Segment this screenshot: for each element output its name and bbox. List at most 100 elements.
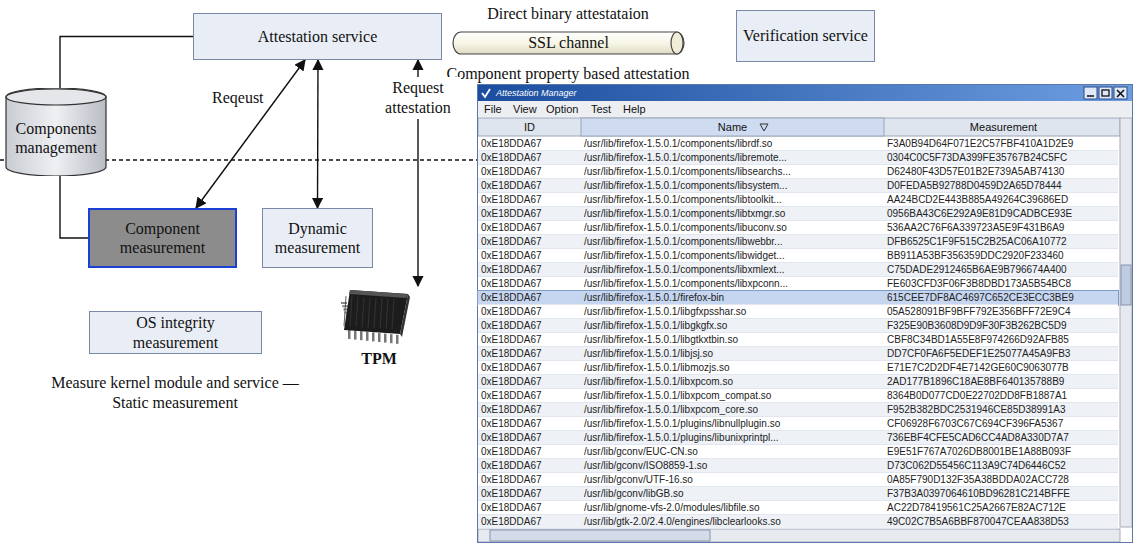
- table-cell: 05A528091BF9BFF792E356BFF72E9C4: [887, 305, 1070, 319]
- node-label: Components management: [10, 119, 102, 157]
- table-row: 0xE18DDA67/usr/lib/gconv/ISO8859-1.so D73…: [478, 459, 1118, 473]
- table-cell: 0xE18DDA67: [481, 277, 542, 291]
- node-label: TPM: [361, 349, 397, 368]
- table-cell: D0FEDA5B92788D0459D2A65D78444: [887, 179, 1062, 193]
- menu-item: Option: [546, 102, 578, 116]
- table-row: 0xE18DDA67/usr/lib/firefox-1.5.0.1/compo…: [478, 263, 1118, 277]
- table-cell: 0xE18DDA67: [481, 445, 542, 459]
- table-cell: BB911A53BF356359DDC2920F233460: [887, 249, 1064, 263]
- table-cell: /usr/lib/gconv/EUC-CN.so: [584, 445, 698, 459]
- table-cell: /usr/lib/firefox-1.5.0.1/components/libr…: [584, 151, 787, 165]
- table-cell: 0xE18DDA67: [481, 501, 542, 515]
- node-label: OS integrity measurement: [95, 313, 256, 351]
- node-label: Verification service: [743, 26, 868, 45]
- table-cell: 0xE18DDA67: [481, 389, 542, 403]
- menu-item: Help: [623, 102, 646, 116]
- table-cell: DFB6525C1F9F515C2B25AC06A10772: [887, 235, 1067, 249]
- table-cell: D62480F43D57E01B2E739A5AB74130: [887, 165, 1064, 179]
- table-row: 0xE18DDA67/usr/lib/firefox-1.5.0.1/libgt…: [478, 333, 1118, 347]
- table-cell: /usr/lib/firefox-1.5.0.1/firefox-bin: [584, 291, 724, 305]
- node-label: SSL channel: [528, 33, 609, 52]
- table-cell: C75DADE2912465B6AE9B796674A400: [887, 263, 1067, 277]
- table-cell: F37B3A0397064610BD96281C214BFFE: [887, 487, 1070, 501]
- table-cell: F325E90B3608D9D9F30F3B262BC5D9: [887, 319, 1067, 333]
- ssl-channel-pipe: SSL channel: [452, 31, 685, 55]
- table-cell: 615CEE7DF8AC4697C652CE3ECC3BE9: [887, 291, 1074, 305]
- table-row: 0xE18DDA67/usr/lib/firefox-1.5.0.1/compo…: [478, 193, 1118, 207]
- table-cell: /usr/lib/firefox-1.5.0.1/libgtkxtbin.so: [584, 333, 738, 347]
- table-cell: 0xE18DDA67: [481, 515, 542, 529]
- table-row: 0xE18DDA67/usr/lib/firefox-1.5.0.1/compo…: [478, 277, 1118, 291]
- table-cell: /usr/lib/firefox-1.5.0.1/libmozjs.so: [584, 361, 730, 375]
- table-cell: 0xE18DDA67: [481, 291, 542, 305]
- table-row: 0xE18DDA67/usr/lib/firefox-1.5.0.1/compo…: [478, 221, 1118, 235]
- table-row: 0xE18DDA67/usr/lib/firefox-1.5.0.1/compo…: [478, 151, 1118, 165]
- table-row: 0xE18DDA67/usr/lib/firefox-1.5.0.1/compo…: [478, 235, 1118, 249]
- table-row: 0xE18DDA67/usr/lib/firefox-1.5.0.1/libjs…: [478, 347, 1118, 361]
- table-cell: /usr/lib/firefox-1.5.0.1/components/libt…: [584, 193, 782, 207]
- table-row: 0xE18DDA67/usr/lib/firefox-1.5.0.1/libxp…: [478, 375, 1118, 389]
- table-row: 0xE18DDA67/usr/lib/gconv/UTF-16.so0A85F7…: [478, 473, 1118, 487]
- table-row: 0xE18DDA67/usr/lib/firefox-1.5.0.1/compo…: [478, 207, 1118, 221]
- service-box: Attestation service: [193, 13, 442, 60]
- menu-item: Test: [591, 102, 611, 116]
- table-cell: DD7CF0FA6F5EDEF1E25077A45A9FB3: [887, 347, 1070, 361]
- table-cell: /usr/lib/firefox-1.5.0.1/components/libw…: [584, 235, 782, 249]
- table-cell: /usr/lib/firefox-1.5.0.1/components/libs…: [584, 179, 787, 193]
- table-cell: D73C062D55456C113A9C74D6446C52: [887, 459, 1066, 473]
- tpm-chip-icon: [336, 286, 416, 348]
- table-cell: /usr/lib/gtk-2.0/2.4.0/engines/libclearl…: [584, 515, 781, 529]
- table-cell: /usr/lib/firefox-1.5.0.1/plugins/libunix…: [584, 431, 779, 445]
- application-window: Attestation ManagerFileViewOptionTestHel…: [477, 84, 1133, 543]
- table-cell: /usr/lib/firefox-1.5.0.1/components/libw…: [584, 249, 785, 263]
- table-cell: 0xE18DDA67: [481, 165, 542, 179]
- table-cell: /usr/lib/firefox-1.5.0.1/libxpcom_core.s…: [584, 403, 758, 417]
- table-row: 0xE18DDA67/usr/lib/firefox-1.5.0.1/plugi…: [478, 417, 1118, 431]
- table-cell: 0xE18DDA67: [481, 417, 542, 431]
- table-cell: 0xE18DDA67: [481, 305, 542, 319]
- table-cell: /usr/lib/firefox-1.5.0.1/libgfxpsshar.so: [584, 305, 746, 319]
- table-cell: /usr/lib/gconv/UTF-16.so: [584, 473, 693, 487]
- table-row: 0xE18DDA67/usr/lib/firefox-1.5.0.1/compo…: [478, 179, 1118, 193]
- table-cell: 0xE18DDA67: [481, 459, 542, 473]
- table-row: 0xE18DDA67/usr/lib/firefox-1.5.0.1/libgf…: [478, 305, 1118, 319]
- table-cell: /usr/lib/firefox-1.5.0.1/libxpcom.so: [584, 375, 733, 389]
- table-cell: 0xE18DDA67: [481, 193, 542, 207]
- table-row: 0xE18DDA67/usr/lib/firefox-1.5.0.1/firef…: [478, 291, 1118, 305]
- table-cell: /usr/lib/firefox-1.5.0.1/components/libt…: [584, 207, 785, 221]
- menu-item: File: [484, 102, 502, 116]
- process-box: Component measurement: [88, 208, 237, 268]
- table-cell: /usr/lib/firefox-1.5.0.1/plugins/libnull…: [584, 417, 780, 431]
- table-row: 0xE18DDA67/usr/lib/firefox-1.5.0.1/compo…: [478, 137, 1118, 151]
- table-cell: /usr/lib/gconv/ISO8859-1.so: [584, 459, 707, 473]
- table-cell: 0A85F790D132F35A38BDDA02ACC728: [887, 473, 1069, 487]
- table-cell: AC22D78419561C25A2667E82AC712E: [887, 501, 1066, 515]
- table-cell: 2AD177B1896C18AE8BF640135788B9: [887, 375, 1064, 389]
- table-row: 0xE18DDA67/usr/lib/firefox-1.5.0.1/plugi…: [478, 431, 1118, 445]
- edge-label: Request attestation: [375, 77, 461, 119]
- table-cell: 0xE18DDA67: [481, 347, 542, 361]
- table-cell: /usr/lib/firefox-1.5.0.1/components/libx…: [584, 277, 788, 291]
- edge-note: Reqeust: [212, 88, 264, 108]
- table-cell: 8364B0D077CD0E22702DD8FB1887A1: [887, 389, 1067, 403]
- table-cell: /usr/lib/firefox-1.5.0.1/components/libx…: [584, 263, 785, 277]
- table-row: 0xE18DDA67/usr/lib/firefox-1.5.0.1/compo…: [478, 249, 1118, 263]
- table-cell: 0xE18DDA67: [481, 137, 542, 151]
- table-cell: CBF8C34BD1A55E8F974266D92AFB85: [887, 333, 1069, 347]
- table-row: 0xE18DDA67/usr/lib/gconv/EUC-CN.soE9E51F…: [478, 445, 1118, 459]
- annotation-text: Measure kernel module and service —Stati…: [40, 373, 310, 413]
- node-label: Dynamic measurement: [268, 219, 367, 257]
- table-cell: 0xE18DDA67: [481, 207, 542, 221]
- connector-line: [196, 60, 305, 208]
- table-row: 0xE18DDA67/usr/lib/firefox-1.5.0.1/libgk…: [478, 319, 1118, 333]
- table-cell: AA24BCD2E443B885A49264C39686ED: [887, 193, 1068, 207]
- table-cell: 0xE18DDA67: [481, 375, 542, 389]
- table-cell: /usr/lib/firefox-1.5.0.1/components/libs…: [584, 165, 791, 179]
- node-label: Attestation service: [258, 27, 378, 46]
- process-box: Dynamic measurement: [262, 208, 373, 268]
- table-cell: 0xE18DDA67: [481, 403, 542, 417]
- service-box: Verification service: [736, 10, 875, 62]
- annotation-text: Direct binary attestataion: [487, 4, 649, 24]
- table-cell: 0304C0C5F73DA399FE35767B24C5FC: [887, 151, 1067, 165]
